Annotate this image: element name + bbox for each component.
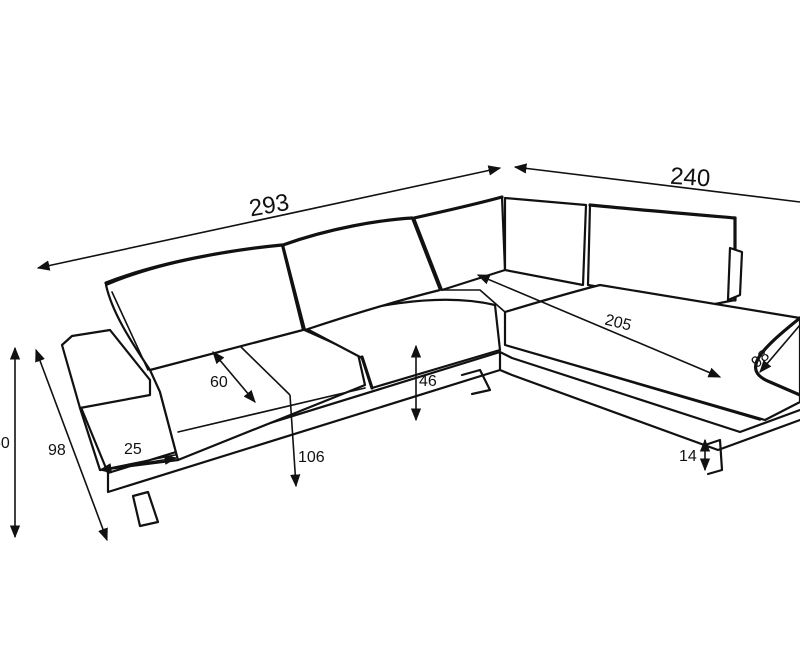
- label-seat-depth-inner: 205: [603, 312, 633, 335]
- dim-line-240: [513, 163, 800, 203]
- dim-line-armrest: [98, 454, 178, 474]
- dim-line-back-total: [289, 394, 301, 488]
- label-total-width-short: 240: [669, 163, 711, 193]
- dimension-labels: 293 240 60 98 60 25 46 106 205 98 14: [0, 163, 773, 466]
- label-overall-height: 60: [0, 435, 10, 452]
- dim-line-depth-left: [35, 348, 108, 542]
- dim-line-seat-inner: [476, 274, 722, 378]
- dimension-lines: [9, 163, 800, 542]
- label-leg-height: 14: [679, 448, 697, 465]
- label-backrest-height: 60: [210, 374, 228, 391]
- label-total-width-long: 293: [247, 189, 291, 223]
- label-armrest-width: 25: [124, 441, 142, 458]
- label-depth-left: 98: [48, 442, 66, 459]
- dim-line-293: [36, 165, 502, 271]
- dim-line-backrest: [212, 351, 256, 403]
- label-seat-height: 46: [419, 373, 437, 390]
- label-back-height-total: 106: [298, 449, 325, 466]
- dim-line-depth-right: [759, 324, 800, 373]
